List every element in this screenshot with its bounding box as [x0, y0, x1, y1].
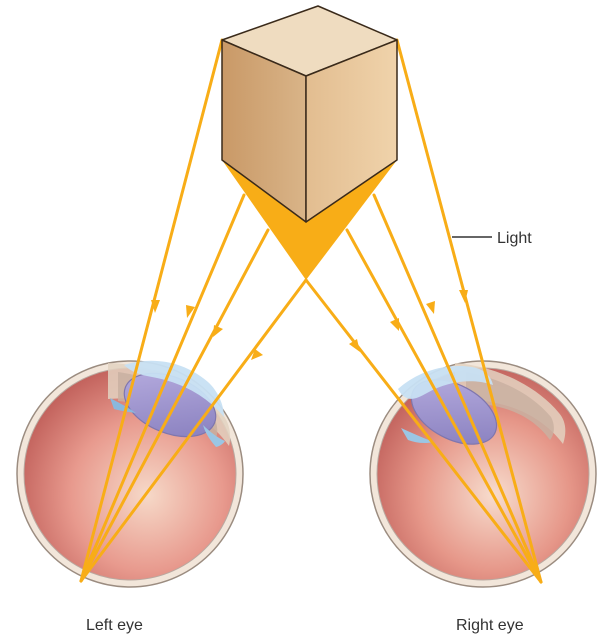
- right-eye-label: Right eye: [456, 617, 524, 634]
- left-eye-label: Left eye: [86, 617, 143, 634]
- light-label: Light: [497, 230, 532, 247]
